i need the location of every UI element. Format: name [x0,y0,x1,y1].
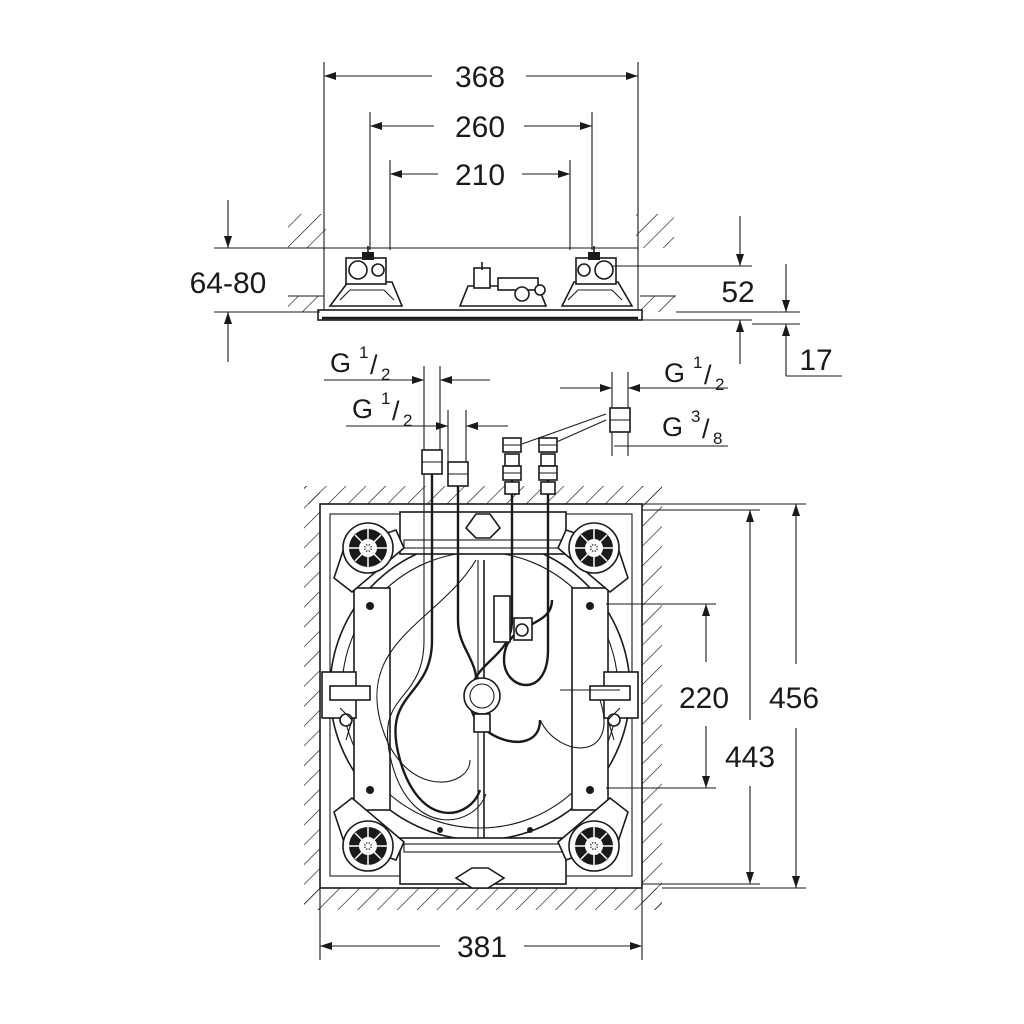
svg-text:1: 1 [359,343,368,362]
svg-text:1: 1 [381,389,390,408]
left-bracket [328,246,404,307]
top-section-view [288,214,676,321]
wall-hatch-top [304,486,662,504]
thread-label-3: G 1 / 2 [664,353,724,394]
wall-hatch-bottom [304,888,662,910]
corner-bracket-bl [333,796,405,872]
hose-fittings [421,437,558,495]
dim-381: 381 [457,931,507,964]
dim-52: 52 [721,276,754,309]
svg-text:/: / [370,350,378,380]
dim-17: 17 [799,344,832,377]
thread-label-2: G 1 / 2 [352,389,412,430]
svg-text:/: / [702,414,710,444]
bottom-dimensions: 381 456 443 220 [319,503,819,964]
svg-text:G: G [664,358,685,388]
svg-text:8: 8 [713,429,722,448]
top-wing-nut [464,513,502,539]
svg-text:G: G [352,394,373,424]
center-valve-block [493,595,533,643]
bottom-plan-view [304,437,662,910]
svg-text:/: / [704,360,712,390]
corner-bracket-tl [333,522,405,594]
corner-bracket-tr [557,522,629,594]
left-side-clamp [321,671,371,741]
dim-220: 220 [679,682,729,715]
wall-hatch-right [642,486,662,910]
svg-text:/: / [392,396,400,426]
thread-label-1: G 1 / 2 [330,343,390,384]
svg-text:G: G [330,348,351,378]
dim-443: 443 [725,741,775,774]
bottom-wing-nut [454,867,506,889]
svg-text:2: 2 [715,375,724,394]
thread-callouts: G 1 / 2 G 1 / 2 G 1 / 2 [324,343,728,468]
svg-text:2: 2 [403,411,412,430]
cover-plate [317,309,643,321]
svg-text:G: G [662,412,683,442]
svg-text:3: 3 [691,407,700,426]
center-valve [458,262,548,307]
svg-text:1: 1 [693,353,702,372]
dim-260: 260 [455,111,505,144]
dim-210: 210 [455,159,505,192]
ceiling-hatch-right [640,296,676,312]
thread-label-4: G 3 / 8 [662,407,722,448]
dim-456: 456 [769,682,819,715]
ceiling-hatch-left [288,296,324,312]
center-eye-bolt [463,677,501,733]
svg-text:2: 2 [381,365,390,384]
dim-368: 368 [455,61,505,94]
right-bracket [560,246,634,307]
wall-hatch-left [304,486,320,910]
dim-64-80: 64-80 [190,267,267,300]
corner-bracket-br [557,796,629,872]
top-dimensions: 368 260 210 64-80 52 17 [190,61,842,377]
